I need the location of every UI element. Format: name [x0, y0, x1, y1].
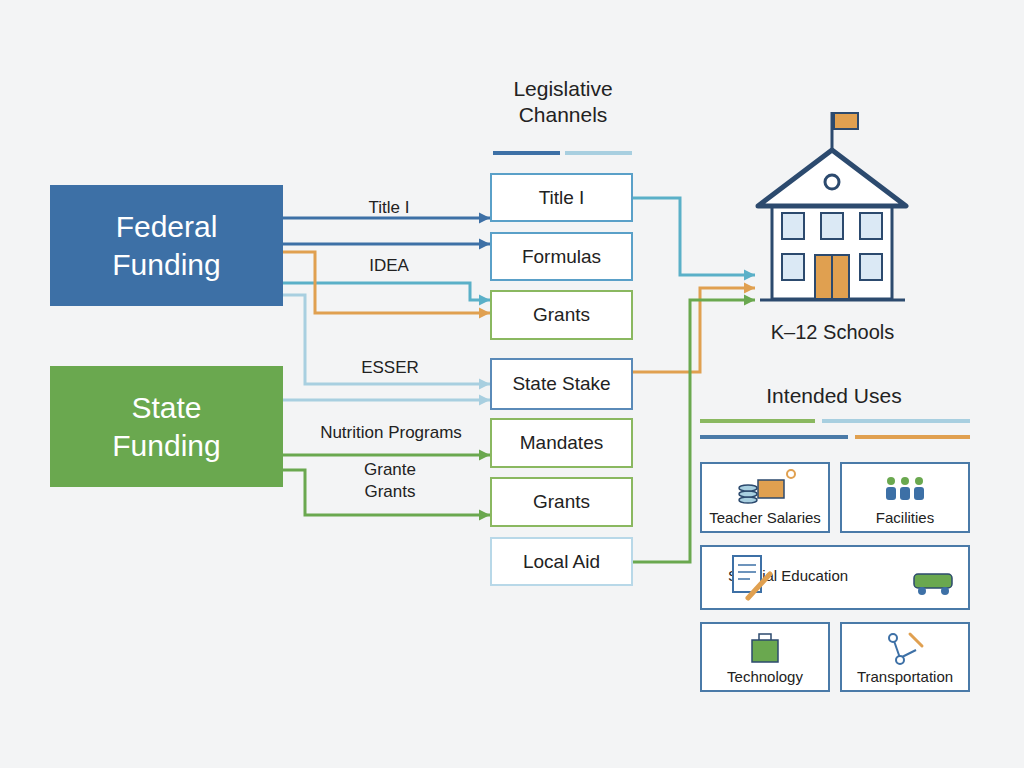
window [782, 254, 804, 280]
arrow-head [479, 510, 490, 521]
ground-line [760, 299, 905, 302]
edge-label: Grante Grants [345, 459, 435, 503]
node-text: Grants [533, 304, 590, 326]
channel-box: Formulas [490, 232, 633, 281]
use-box: Technology [700, 622, 830, 692]
section-heading: Legislative Channels [478, 76, 648, 128]
node-text: Special Education [728, 567, 848, 584]
underline-bar [565, 151, 632, 155]
node-text: Mandates [520, 432, 603, 454]
arrow-head [744, 283, 755, 294]
channel-box: Mandates [490, 418, 633, 468]
source-box: Federal Funding [50, 185, 283, 306]
arrow-head [479, 239, 490, 250]
window [860, 254, 882, 280]
node-text: Federal Funding [87, 208, 247, 284]
node-text: State Stake [512, 373, 610, 395]
channel-box: Grants [490, 290, 633, 340]
source-box: State Funding [50, 366, 283, 487]
node-text: Facilities [876, 509, 934, 526]
window [860, 213, 882, 239]
connector-line [633, 198, 755, 275]
connector-line [283, 252, 490, 313]
section-heading: Intended Uses [734, 383, 934, 409]
channel-box: Title I [490, 173, 633, 222]
edge-label: IDEA [339, 255, 439, 277]
door-split [831, 255, 833, 299]
underline-bar [700, 419, 815, 423]
node-text: Technology [727, 668, 803, 685]
underline-bar [855, 435, 970, 439]
school-body [772, 203, 892, 299]
flow-connector [633, 198, 755, 281]
node-text: Grants [533, 491, 590, 513]
school-illustration [758, 112, 906, 300]
node-text: Transportation [857, 668, 953, 685]
flow-connector [283, 239, 490, 250]
node-text: Title I [539, 187, 585, 209]
arrow-head [744, 295, 755, 306]
edge-label: Nutrition Programs [299, 422, 483, 444]
use-box: Facilities [840, 462, 970, 533]
arrow-head [479, 395, 490, 406]
connector-line [283, 243, 490, 246]
channel-box: Local Aid [490, 537, 633, 586]
connector-line [283, 399, 490, 402]
arrow-head [479, 295, 490, 306]
flow-connector [283, 295, 490, 390]
node-text: Teacher Salaries [709, 509, 821, 526]
node-text: K–12 Schools [771, 321, 894, 344]
round-window [825, 175, 839, 189]
underline-bar [493, 151, 560, 155]
connector-line [283, 454, 490, 457]
use-box: Transportation [840, 622, 970, 692]
edge-label: Title I [339, 197, 439, 219]
door [815, 255, 849, 299]
underline-bar [700, 435, 848, 439]
channel-box: Grants [490, 477, 633, 527]
arrow-head [479, 379, 490, 390]
arrow-head [479, 450, 490, 461]
arrow-head [479, 308, 490, 319]
flow-connector [283, 395, 490, 406]
flag-pole [831, 112, 834, 152]
underline-bar [822, 419, 970, 423]
flow-connector [283, 252, 490, 319]
window [782, 213, 804, 239]
edge-label: ESSER [340, 357, 440, 379]
school-roof [758, 150, 906, 206]
heading-underline [493, 153, 632, 154]
node-text: State Funding [87, 389, 247, 465]
flow-connector [633, 283, 755, 373]
use-box: Teacher Salaries [700, 462, 830, 533]
connector-line [283, 295, 490, 384]
flow-connector [283, 450, 490, 461]
channel-box: State Stake [490, 358, 633, 410]
window [821, 213, 843, 239]
flag [834, 113, 858, 129]
node-text: Local Aid [523, 551, 600, 573]
heading-underline [700, 421, 970, 437]
school-node: K–12 Schools [755, 135, 910, 350]
use-box: Special Education [700, 545, 970, 610]
arrow-head [479, 213, 490, 224]
arrow-head [744, 270, 755, 281]
node-text: Formulas [522, 246, 601, 268]
